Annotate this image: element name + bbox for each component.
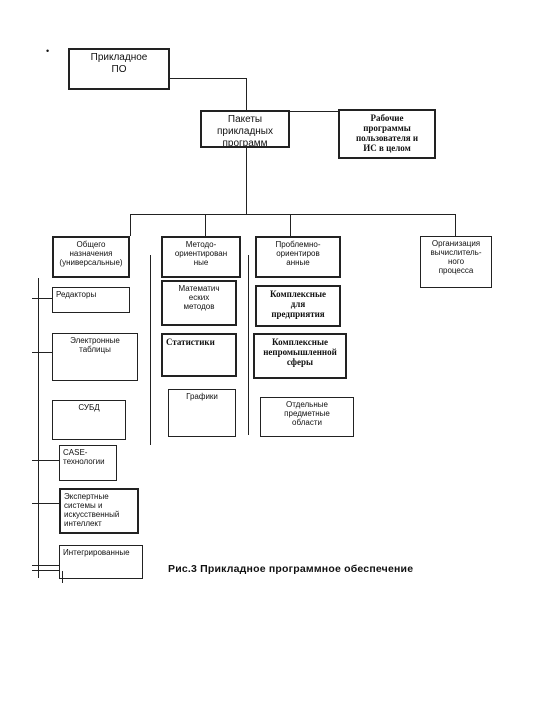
connector-editors — [32, 298, 52, 299]
math-methods-box: Математич еских методов — [161, 280, 237, 326]
integrated-box: Интегрированные — [59, 545, 143, 579]
statistics-box: Статистики — [161, 333, 237, 377]
general-purpose-box: Общего назначения (универсальные) — [52, 236, 130, 278]
connector-bus-problem — [290, 214, 291, 236]
connector-problem-rail — [248, 255, 249, 435]
connector-expert — [32, 503, 59, 504]
expert-systems-box: Экспертные системы и искусственный интел… — [59, 488, 139, 534]
connector-horizontal-bus — [130, 214, 455, 215]
method-oriented-box: Методо- ориентирован ные — [161, 236, 241, 278]
org-computing-box: Организация вычислитель- ного процесса — [420, 236, 492, 288]
spreadsheets-box: Электронные таблицы — [52, 333, 138, 381]
connector-general-left-rail — [38, 278, 39, 578]
packages-box: Пакеты прикладных программ — [200, 110, 290, 148]
dbms-box: СУБД — [52, 400, 126, 440]
figure-caption: Рис.3 Прикладное программное обеспечение — [168, 563, 414, 575]
connector-bus-general — [130, 214, 131, 236]
user-programs-box: Рабочие программы пользователя и ИС в це… — [338, 109, 436, 159]
subject-areas-box: Отдельные предметные области — [260, 397, 354, 437]
connector-integrated-b — [32, 570, 59, 571]
connector-packages-user — [290, 111, 338, 112]
bullet-marker: • — [46, 46, 50, 56]
connector-bus-org — [455, 214, 456, 236]
case-box: CASE- технологии — [59, 445, 117, 481]
connector-case — [32, 460, 59, 461]
text-cursor-mark — [62, 571, 63, 583]
connector-integrated-a — [32, 565, 59, 566]
connector-spreadsheets — [32, 352, 52, 353]
problem-oriented-box: Проблемно- ориентиров анные — [255, 236, 341, 278]
complexes-enterprise-box: Комплексные для предприятия — [255, 285, 341, 327]
complexes-nonindustrial-box: Комплексные непромышленной сферы — [253, 333, 347, 379]
connector-packages-down — [246, 148, 247, 214]
connector-root-packages — [170, 78, 246, 79]
root-applied-software-box: Прикладное ПО — [68, 48, 170, 90]
editors-box: Редакторы — [52, 287, 130, 313]
connector-method-rail — [150, 255, 151, 445]
connector-root-packages-vertical — [246, 78, 247, 110]
graphics-box: Графики — [168, 389, 236, 437]
connector-bus-method — [205, 214, 206, 236]
